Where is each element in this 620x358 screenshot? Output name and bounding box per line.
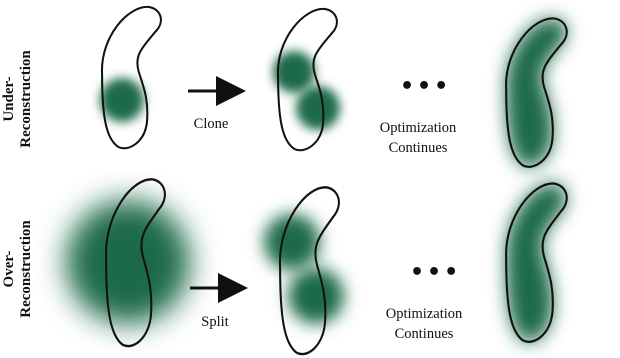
optimized-gaussians: [506, 18, 567, 167]
gaussian-blob: [100, 78, 144, 122]
row-label-over: Over- Reconstruction: [1, 199, 35, 339]
caption-line2: Continues: [388, 140, 448, 156]
optimization-caption: Optimization Continues: [358, 118, 478, 158]
caption-line2: Continues: [394, 326, 454, 342]
optimized-gaussians: [506, 183, 567, 342]
gaussian-blob: [66, 200, 190, 324]
split-gaussians: [264, 214, 344, 324]
cloned-gaussians: [273, 51, 340, 130]
under-reconstruction-row: [100, 5, 568, 168]
split-label: Split: [201, 314, 229, 330]
row-label-line2: Reconstruction: [18, 50, 34, 148]
ellipsis-icon: •••: [400, 74, 452, 99]
shape-outline: [100, 5, 162, 150]
row-label-line1: Under-: [1, 76, 17, 122]
ellipsis-icon: •••: [410, 260, 462, 285]
optimization-caption: Optimization Continues: [364, 304, 484, 344]
row-label-under: Under- Reconstruction: [1, 29, 35, 169]
caption-line1: Optimization: [385, 306, 463, 322]
caption-line1: Optimization: [379, 120, 457, 136]
row-label-line1: Over-: [1, 250, 17, 288]
row-label-line2: Reconstruction: [18, 220, 34, 318]
clone-label: Clone: [193, 116, 229, 132]
over-reconstruction-row: [66, 178, 568, 356]
